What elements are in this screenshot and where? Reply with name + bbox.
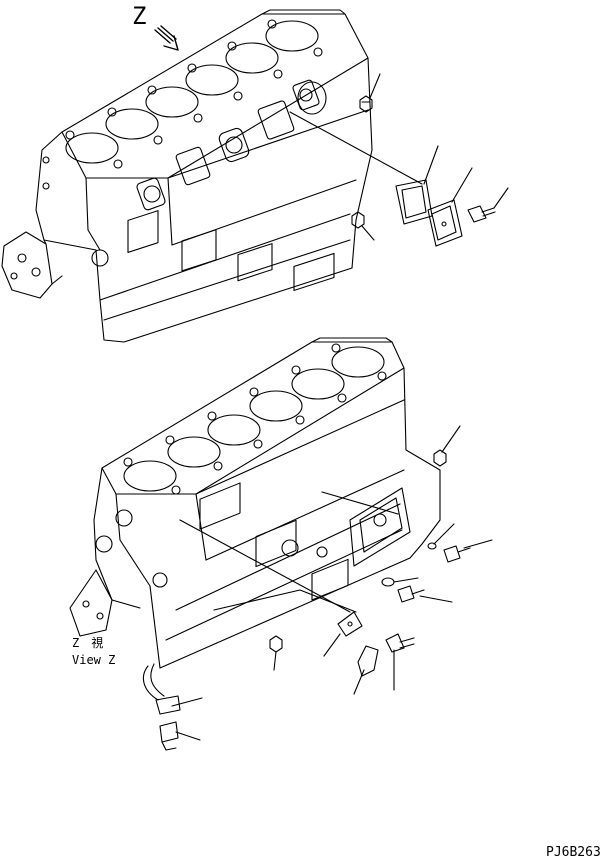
view-z-label-jp: Z 視: [72, 635, 103, 650]
view-letter-z: Z: [132, 2, 146, 30]
upper-cylinder-block: [1, 9, 373, 343]
view-direction-arrow: [154, 25, 179, 51]
view-z-label-en: View Z: [72, 653, 115, 667]
drawing-code: PJ6B263: [546, 845, 601, 860]
lower-cylinder-block: [69, 337, 441, 669]
upper-parts: [289, 73, 509, 247]
lower-parts: [142, 425, 493, 751]
